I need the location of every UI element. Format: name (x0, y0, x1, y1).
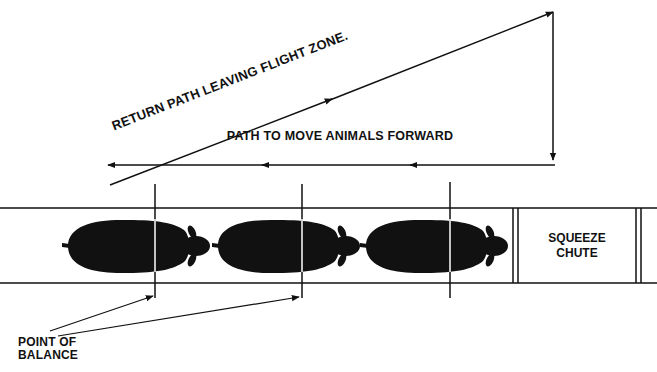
balance-label: POINT OF BALANCE (18, 336, 82, 362)
leader-arrows (50, 296, 299, 336)
forward-path-label: PATH TO MOVE ANIMALS FORWARD (190, 130, 490, 144)
return-path-label: RETURN PATH LEAVING FLIGHT ZONE. (78, 16, 381, 146)
balance-lines-over-cattle (155, 219, 450, 272)
chute-box: SQUEEZE CHUTE (519, 210, 635, 282)
cattle-silhouettes (62, 220, 508, 273)
alley-walls (0, 208, 657, 283)
box-label: SQUEEZE CHUTE (542, 231, 612, 261)
